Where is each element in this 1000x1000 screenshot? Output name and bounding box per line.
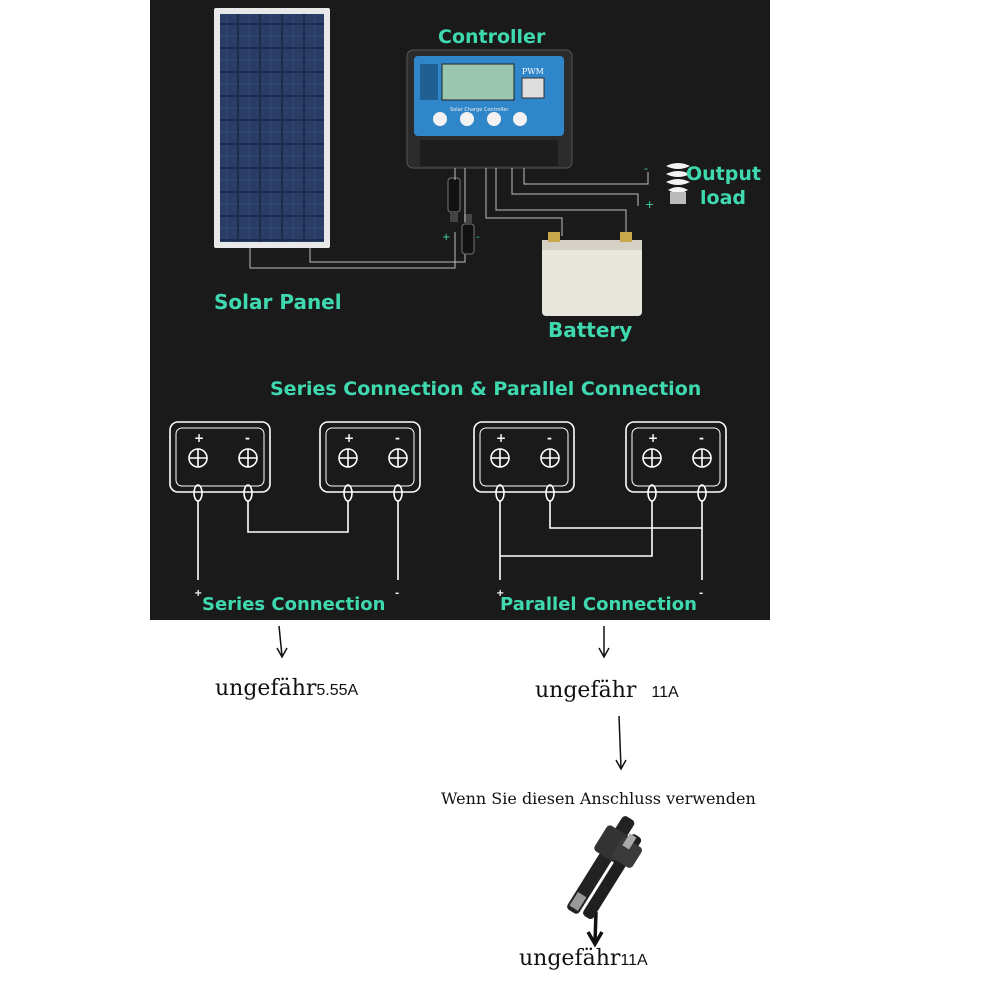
diagram-graphics: + - PWM Solar Charge Controller bbox=[169, 8, 727, 599]
svg-text:-: - bbox=[395, 588, 399, 599]
terminal-polarity-labels: + - + - + - + - + - + - bbox=[194, 431, 704, 599]
connector-current-text: ungefähr11A bbox=[519, 946, 648, 971]
pwm-badge: PWM bbox=[522, 67, 544, 76]
controller-wires bbox=[454, 168, 649, 236]
y-branch-connector-icon bbox=[567, 816, 642, 919]
connector-arrow-icon bbox=[593, 911, 598, 943]
svg-text:+: + bbox=[496, 588, 504, 599]
series-current-text: ungefähr5.55A bbox=[215, 676, 359, 701]
parallel-batteries bbox=[473, 421, 727, 580]
solar-panel-label: Solar Panel bbox=[214, 290, 342, 314]
svg-text:-: - bbox=[547, 431, 552, 445]
series-connection-label: Series Connection bbox=[202, 594, 386, 615]
solar-wiring-diagram: + - PWM Solar Charge Controller bbox=[150, 0, 770, 620]
load-polarity-marks: - + bbox=[644, 162, 654, 211]
svg-text:-: - bbox=[699, 431, 704, 445]
svg-text:-: - bbox=[245, 431, 250, 445]
svg-text:+: + bbox=[194, 431, 204, 445]
series-batteries bbox=[169, 421, 421, 580]
note-arrow-icon bbox=[618, 715, 622, 769]
parallel-current-text: ungefähr 11A bbox=[535, 678, 679, 703]
svg-text:+: + bbox=[194, 588, 202, 599]
note-arrowhead-icon bbox=[615, 759, 627, 771]
controller-label: Controller bbox=[438, 26, 546, 48]
series-arrowhead-icon bbox=[276, 647, 288, 659]
svg-text:+: + bbox=[442, 232, 450, 243]
parallel-connection-label: Parallel Connection bbox=[500, 594, 697, 615]
lightbulb-icon bbox=[666, 163, 690, 204]
svg-text:+: + bbox=[645, 198, 654, 211]
connector-arrowhead-icon bbox=[586, 931, 604, 948]
section-title: Series Connection & Parallel Connection bbox=[270, 378, 702, 400]
svg-text:-: - bbox=[395, 431, 400, 445]
controller-subtitle: Solar Charge Controller bbox=[450, 107, 509, 113]
solar-panel-image bbox=[214, 8, 330, 248]
series-arrow-icon bbox=[278, 625, 283, 657]
svg-text:+: + bbox=[496, 431, 506, 445]
svg-text:+: + bbox=[344, 431, 354, 445]
charge-controller-image bbox=[406, 49, 573, 169]
parallel-arrowhead-icon bbox=[598, 647, 610, 659]
connector-note: Wenn Sie diesen Anschluss verwenden bbox=[441, 789, 756, 808]
svg-text:-: - bbox=[699, 588, 703, 599]
svg-text:+: + bbox=[648, 431, 658, 445]
svg-text:-: - bbox=[644, 162, 648, 175]
output-load-label: Output load bbox=[686, 163, 761, 209]
battery-image bbox=[542, 232, 642, 316]
battery-label: Battery bbox=[548, 318, 633, 342]
connector-polarity-marks: + - bbox=[442, 232, 480, 243]
svg-text:-: - bbox=[476, 232, 480, 243]
mc4-connectors-icon bbox=[447, 177, 475, 255]
